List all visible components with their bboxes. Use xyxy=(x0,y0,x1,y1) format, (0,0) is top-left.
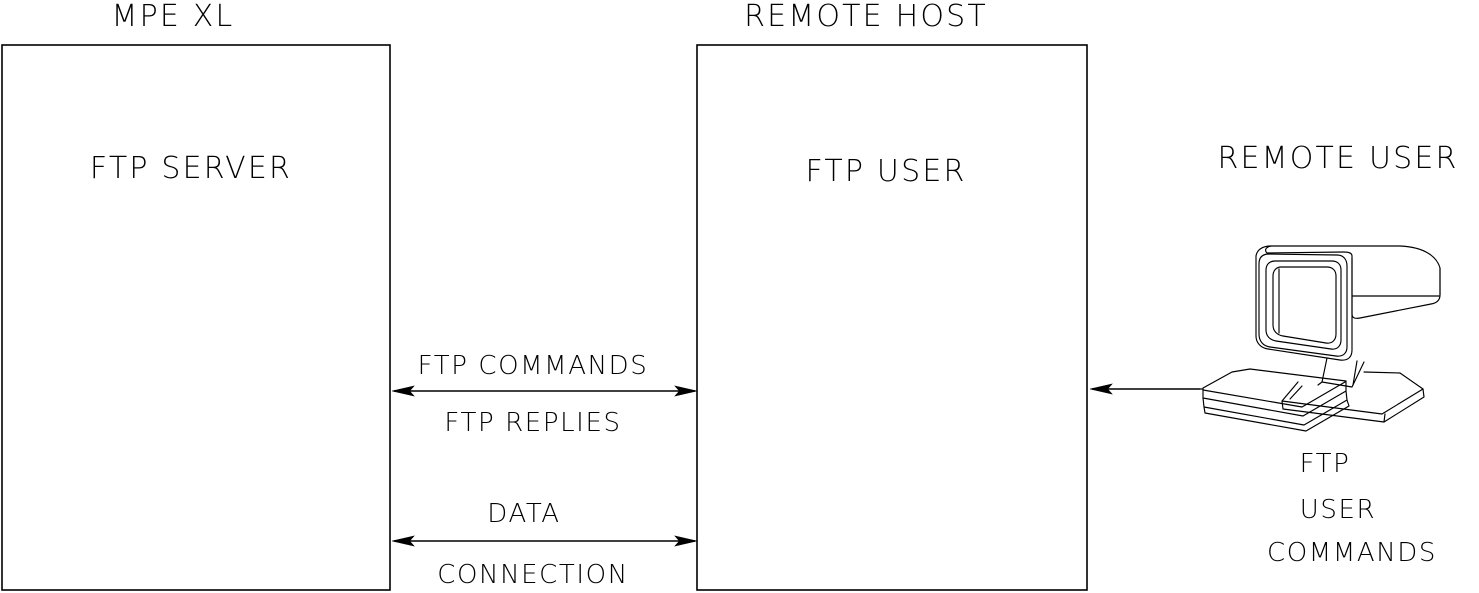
ftp-user-label: FTP USER xyxy=(805,154,966,189)
label-ftp-replies: FTP REPLIES xyxy=(444,408,621,438)
connection-control: FTP COMMANDS FTP REPLIES xyxy=(391,351,698,438)
caption-line-ftp: FTP xyxy=(1300,449,1351,479)
title-remote-host: REMOTE HOST xyxy=(744,0,988,34)
ftp-user-outline xyxy=(696,44,1088,591)
ftp-server-outline xyxy=(1,44,391,591)
box-ftp-user: FTP USER xyxy=(696,44,1088,591)
label-data: DATA xyxy=(487,499,560,529)
control-arrow-left-head xyxy=(391,385,415,397)
label-ftp-commands: FTP COMMANDS xyxy=(418,351,649,381)
caption-line-user: USER xyxy=(1300,495,1376,525)
user-input-arrow-head xyxy=(1089,383,1113,395)
label-connection: CONNECTION xyxy=(437,560,629,590)
control-arrow-right-head xyxy=(674,385,698,397)
connection-data: DATA CONNECTION xyxy=(391,499,698,590)
ftp-server-label: FTP SERVER xyxy=(90,151,292,186)
data-arrow-left-head xyxy=(391,535,415,547)
terminal-caption: FTP USER COMMANDS xyxy=(1267,449,1437,568)
connection-user-input xyxy=(1089,383,1200,395)
title-mpe-xl: MPE XL xyxy=(112,0,235,34)
box-ftp-server: FTP SERVER xyxy=(1,44,391,591)
computer-terminal-icon xyxy=(1199,245,1441,432)
data-arrow-right-head xyxy=(674,535,698,547)
title-remote-user: REMOTE USER xyxy=(1217,141,1458,176)
caption-line-commands: COMMANDS xyxy=(1267,538,1437,568)
